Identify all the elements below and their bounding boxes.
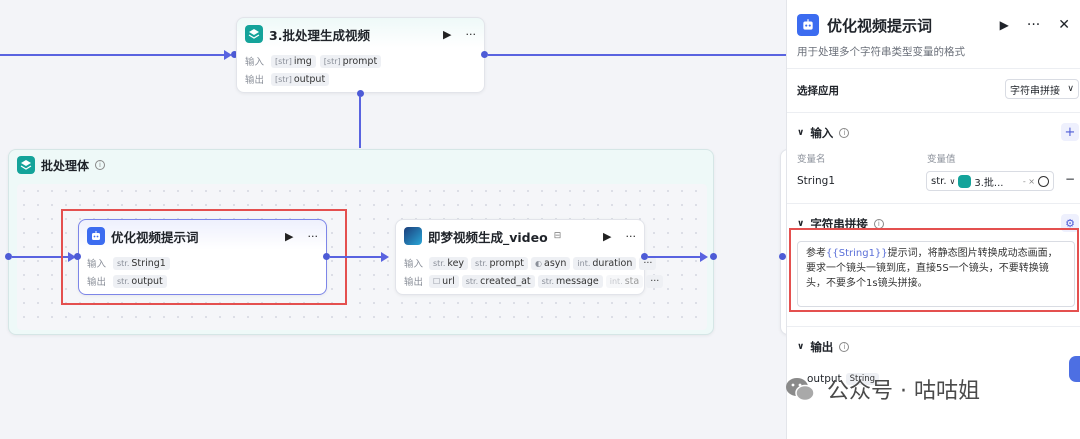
input-tag-key: str.key [429,256,469,270]
group-title: 批处理体 [41,158,90,173]
divider [787,326,1080,327]
run-icon[interactable]: ▶ [443,27,452,41]
chevron-down-icon: ∨ [797,128,805,138]
input-section-header[interactable]: ∨ 输入 i [797,125,850,141]
output-tag-sta: int.sta [605,274,644,288]
info-icon[interactable]: i [95,160,106,170]
edge-arrow [381,252,389,262]
info-icon: i [839,342,850,352]
group-input-port[interactable] [5,253,12,260]
robot-icon [797,14,819,36]
output-label: 输出 [87,277,107,288]
node-config-panel: 优化视频提示词 ▶ ··· ✕ 用于处理多个字符串类型变量的格式 选择应用 字符… [786,0,1080,439]
batch-video-node[interactable]: 3.批处理生成视频 ▶ ··· 输入 [str]img [str]prompt … [236,17,485,93]
close-icon[interactable]: ✕ [1058,17,1070,33]
settings-gear-icon[interactable]: ⚙ [1061,214,1079,232]
optimize-prompt-node[interactable]: 优化视频提示词 ▶ ··· 输入 str.String1 输出 str.outp… [78,219,327,295]
output-tag-url: ☐url [429,274,459,288]
output-tag-message: str.message [537,274,603,288]
edge-line [488,54,786,56]
group-output-port[interactable] [710,253,717,260]
edge-line [648,256,702,258]
edge-line [0,54,224,56]
output-port[interactable] [481,51,488,58]
more-icon[interactable]: ··· [307,229,319,243]
output-tag: str.output [113,274,167,288]
output-variable: output String [807,373,880,385]
edge-line [12,256,70,258]
highlight-box [789,228,1079,312]
edge-line [330,256,382,258]
panel-title: 优化视频提示词 [827,16,933,35]
node-title: 即梦视频生成_video [428,229,548,245]
layers-icon [245,25,263,43]
output-label: 输出 [245,75,265,86]
output-port[interactable] [323,253,330,260]
output-section-header[interactable]: ∨ 输出 i [797,339,850,355]
input-tag-asyn: ◐asyn [531,256,571,270]
target-icon [1038,175,1049,187]
input-tag-prompt: [str]prompt [319,54,382,68]
output-label: 输出 [404,277,424,288]
video-gen-node[interactable]: 即梦视频生成_video ⊟ ▶ ··· 输入 str.key str.prom… [395,219,664,295]
edge-arrow [700,252,708,262]
output-tag: [str]output [271,72,330,86]
input-tag-prompt: str.prompt [471,256,529,270]
edge-line [359,96,361,148]
run-icon[interactable]: ▶ [285,229,294,243]
more-icon[interactable]: ··· [1026,17,1041,33]
highlight-box [61,209,347,305]
node-title: 3.批处理生成视频 [269,27,370,43]
input-port[interactable] [74,253,81,260]
output-port[interactable] [641,253,648,260]
input-label: 输入 [245,57,265,68]
divider [787,203,1080,204]
input-tag-duration: int.duration [573,256,637,270]
select-app-label: 选择应用 [797,85,839,97]
plugin-icon: ⊟ [553,231,562,241]
more-icon[interactable]: ··· [465,27,477,41]
output-tag-created-at: str.created_at [461,274,535,288]
node-title: 优化视频提示词 [111,229,199,245]
wechat-icon [786,378,815,402]
var-name-header: 变量名 [797,154,826,165]
var-value-selector[interactable]: str.∨ 3.批... - × [926,171,1054,191]
more-icon[interactable]: ··· [625,229,637,243]
layers-icon [958,174,972,188]
var-name: String1 [797,175,836,187]
floating-assistant-button[interactable] [1069,356,1080,382]
divider [787,68,1080,69]
chevron-down-icon: ∨ [797,219,805,229]
run-icon[interactable]: ▶ [999,18,1009,32]
concat-template-textarea[interactable]: 参考{{String1}}提示词，将静态图片转换成动态画面，要求一个镜头一镜到底… [797,241,1075,307]
input-port[interactable] [231,51,238,58]
watermark: 公众号 · 咕咕姐 [783,372,980,406]
info-icon: i [839,128,850,138]
next-input-port[interactable] [779,253,786,260]
divider [787,112,1080,113]
input-tag-string1: str.String1 [113,256,170,270]
edge-arrow [68,252,76,262]
run-icon[interactable]: ▶ [603,229,612,243]
app-icon [404,227,422,245]
input-label: 输入 [404,259,424,270]
bottom-port[interactable] [357,90,364,97]
robot-icon [87,227,105,245]
layers-icon [17,156,35,174]
workflow-canvas[interactable]: 3.批处理生成视频 ▶ ··· 输入 [str]img [str]prompt … [0,0,786,439]
more-outputs-tag[interactable]: ··· [646,274,664,288]
var-value-header: 变量值 [927,154,956,165]
input-label: 输入 [87,259,107,270]
edge-arrow [224,50,232,60]
panel-description: 用于处理多个字符串类型变量的格式 [797,46,965,58]
select-app-dropdown[interactable]: 字符串拼接∨ [1005,79,1079,99]
chevron-down-icon: ∨ [797,342,805,352]
remove-var-button[interactable]: − [1065,172,1076,186]
chevron-down-icon: ∨ [1067,84,1074,94]
input-tag-img: [str]img [271,54,316,68]
add-input-button[interactable]: + [1061,123,1079,141]
